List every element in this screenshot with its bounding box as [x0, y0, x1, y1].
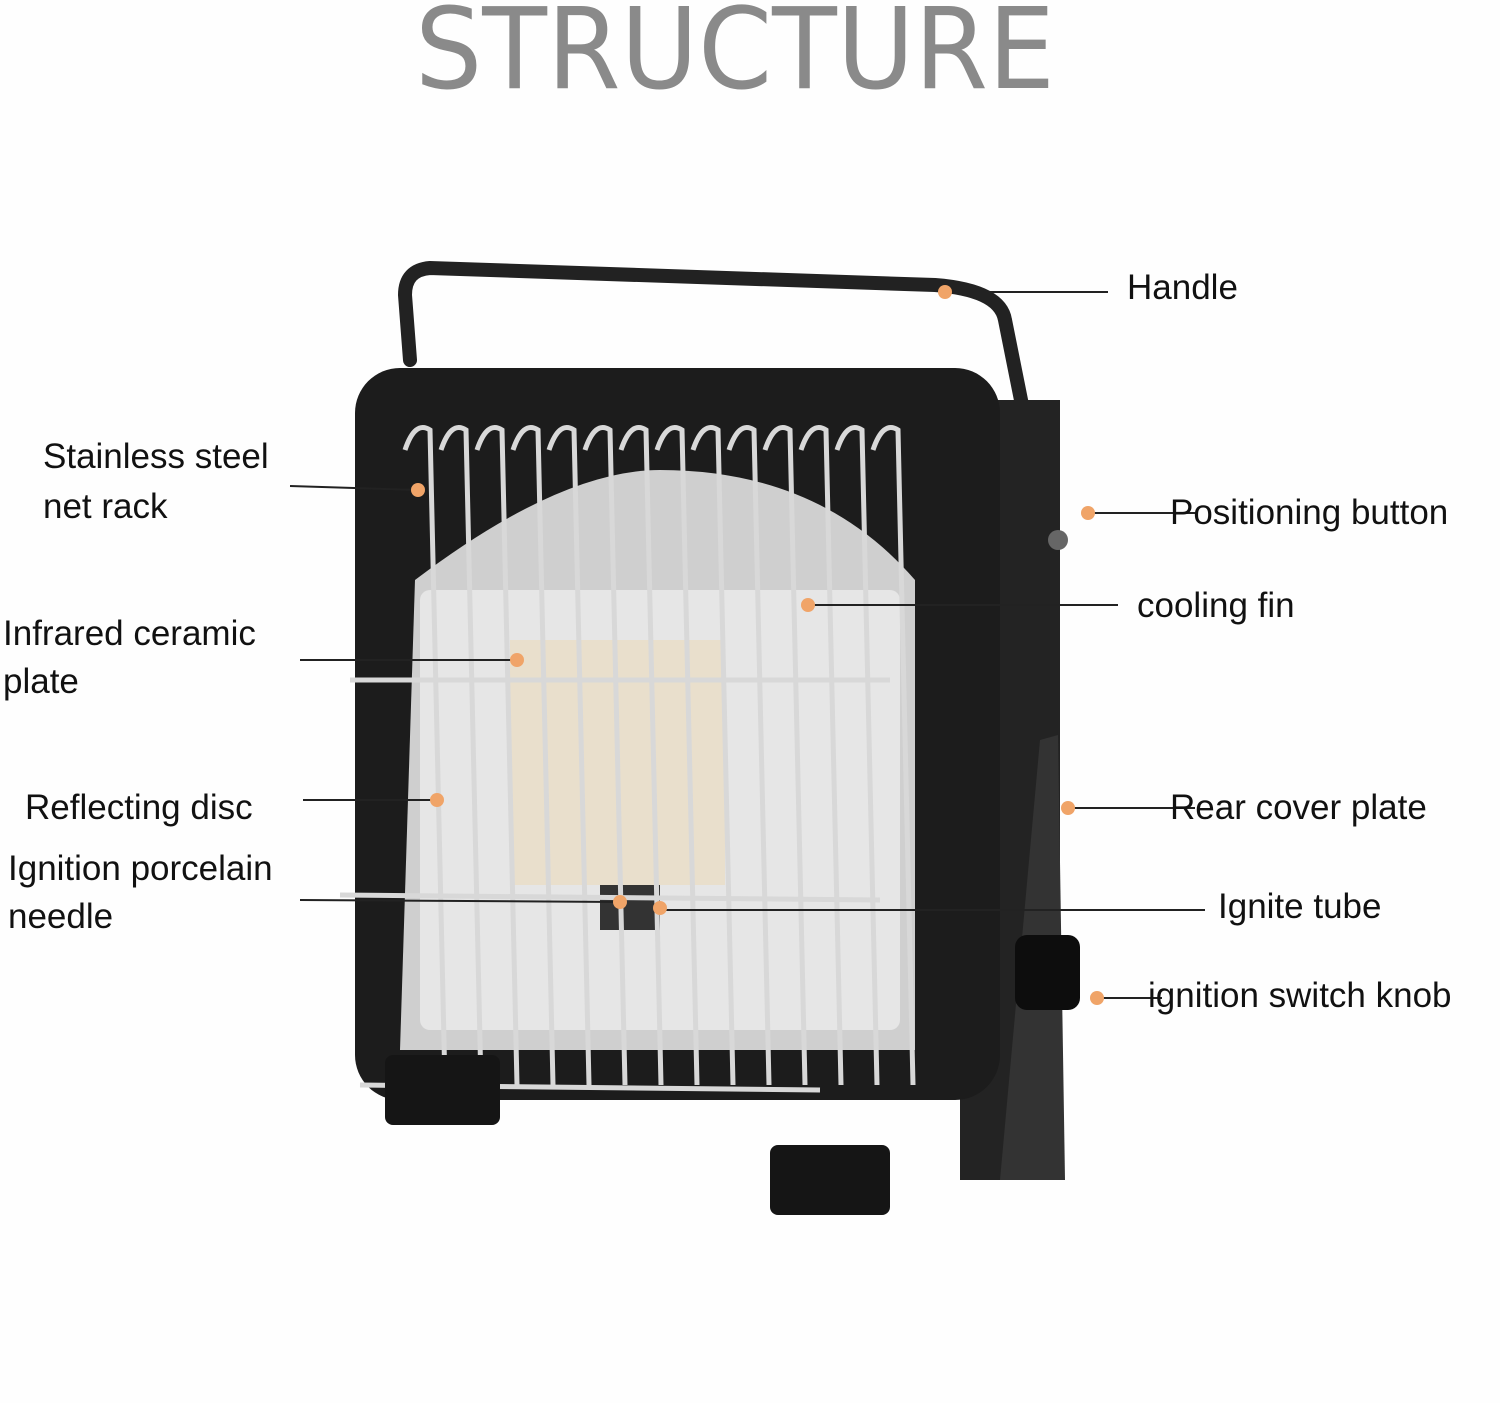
label-net-rack-2: net rack — [43, 487, 168, 526]
rack-wire — [834, 425, 880, 1086]
label-needle-1: Ignition porcelain — [8, 849, 273, 888]
rack-wire — [402, 425, 448, 1086]
leader-lines — [289, 291, 1205, 999]
marker-dots — [411, 285, 1104, 1005]
heater-illustration — [339, 260, 1080, 1215]
positioning-button — [1048, 530, 1068, 550]
rack-wire — [870, 425, 916, 1086]
wire-rack — [339, 425, 916, 1093]
rear-foot — [770, 1145, 890, 1215]
front-foot — [385, 1055, 500, 1125]
rack-wire — [438, 425, 484, 1086]
rack-wire — [546, 425, 592, 1086]
rack-wire — [690, 425, 736, 1086]
label-net-rack-1: Stainless steel — [43, 437, 269, 476]
handle — [397, 260, 1052, 527]
label-switch-knob: ignition switch knob — [1148, 976, 1452, 1015]
rack-wire — [618, 425, 664, 1086]
label-reflecting-disc: Reflecting disc — [25, 788, 253, 827]
rack-wire — [510, 425, 556, 1086]
rack-wire — [582, 425, 628, 1086]
rack-crossbar — [339, 892, 881, 903]
label-positioning-button: Positioning button — [1170, 493, 1448, 532]
label-ceramic-plate-1: Infrared ceramic — [3, 614, 256, 653]
rack-wire — [726, 425, 772, 1086]
rack-wire — [474, 425, 520, 1086]
label-rear-cover: Rear cover plate — [1170, 788, 1427, 827]
label-ignite-tube: Ignite tube — [1218, 887, 1381, 926]
rack-wire — [798, 425, 844, 1086]
rack-wire — [654, 425, 700, 1086]
label-ceramic-plate-2: plate — [3, 662, 79, 701]
label-handle: Handle — [1127, 268, 1238, 307]
ignition-knob — [1015, 935, 1080, 1010]
ignition-window — [600, 885, 660, 930]
label-needle-2: needle — [8, 897, 113, 936]
label-cooling-fin: cooling fin — [1137, 586, 1295, 625]
diagram-title: STRUCTURE — [415, 0, 1055, 115]
rack-wire — [762, 425, 808, 1086]
